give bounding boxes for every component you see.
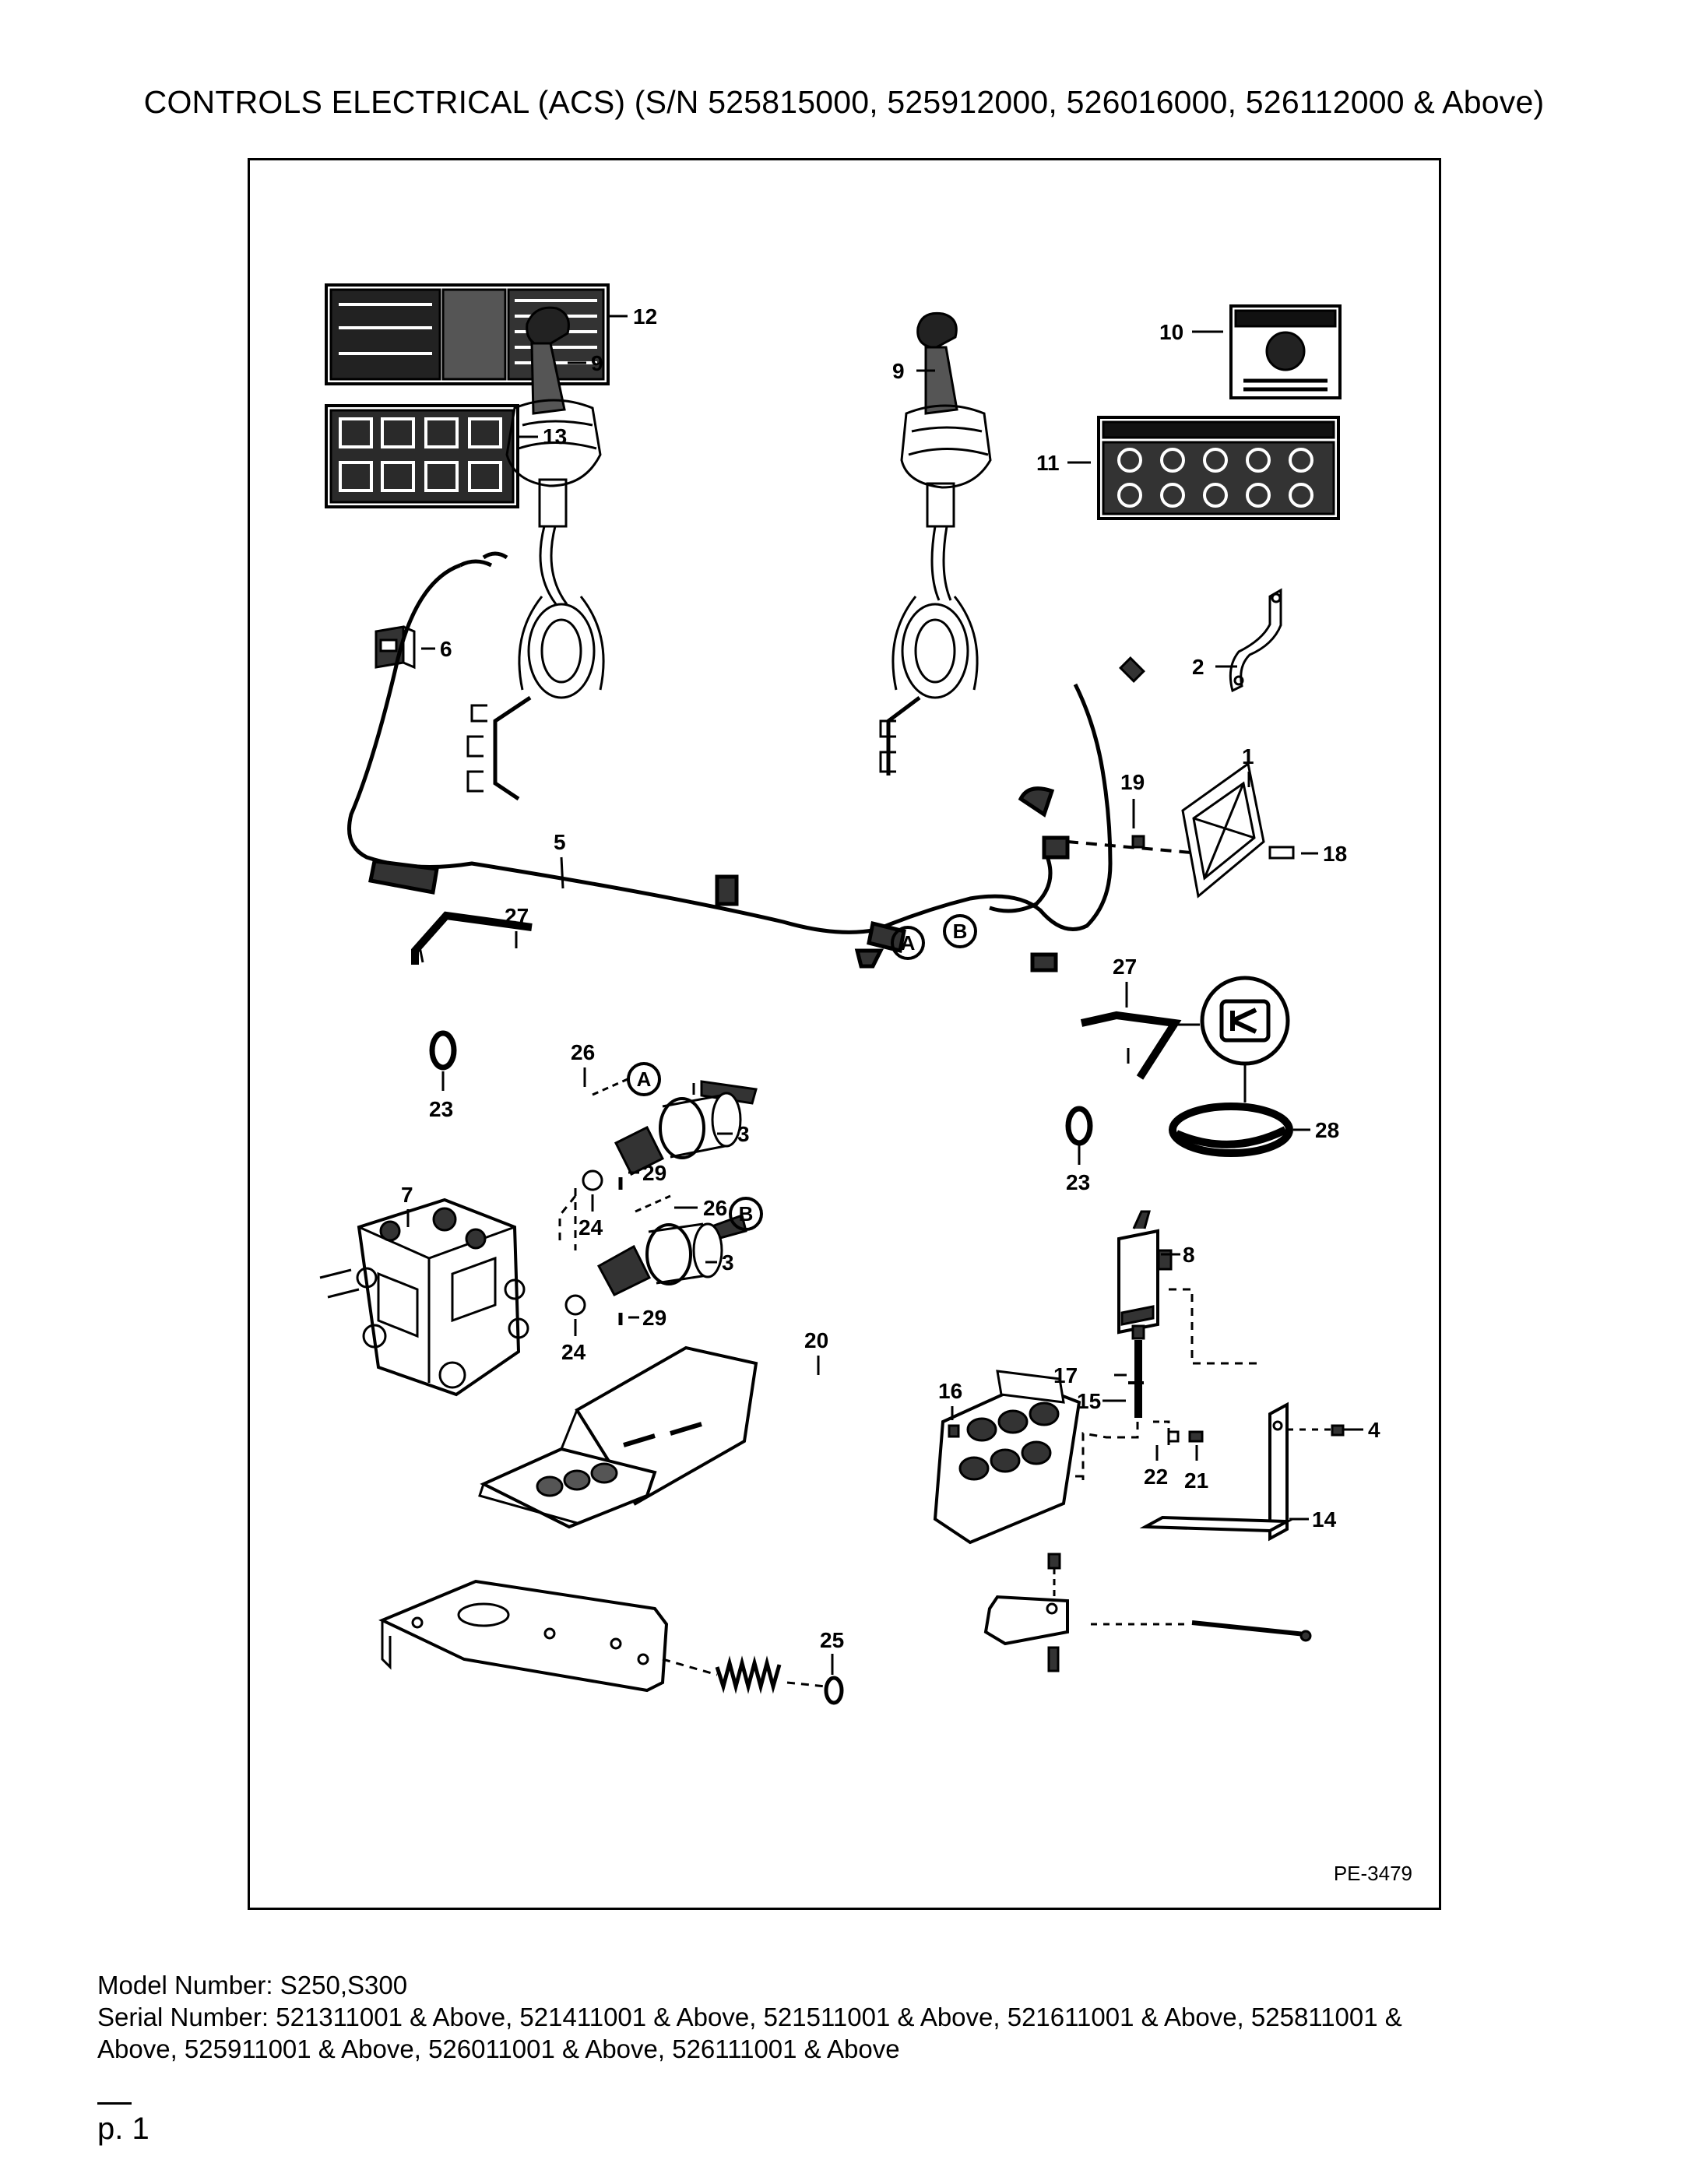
- pedal-assembly: [933, 1370, 1081, 1545]
- exploded-parts-diagram: A B A B 12 13 10 11 9 9 6 2 1 19 18 5 27…: [319, 283, 1380, 1705]
- callout-10: 10: [1159, 320, 1183, 344]
- callout-24: 24: [578, 1215, 603, 1240]
- parts-diagram-frame: A B A B 12 13 10 11 9 9 6 2 1 19 18 5 27…: [248, 158, 1441, 1910]
- callout-2: 2: [1192, 655, 1204, 679]
- callout-16: 16: [938, 1379, 962, 1403]
- page-title: CONTROLS ELECTRICAL (ACS) (S/N 525815000…: [143, 84, 1545, 120]
- serial-number-line-1: Serial Number: 521311001 & Above, 521411…: [97, 2002, 1402, 2031]
- model-number: Model Number: S250,S300: [97, 1971, 408, 1999]
- callout-26: 26: [703, 1196, 727, 1220]
- certification-badge: [1200, 976, 1290, 1066]
- callout-27: 27: [505, 904, 529, 928]
- bracket-2: [1229, 588, 1282, 693]
- footer-rule: [97, 2102, 132, 2105]
- connector-a-label: A: [901, 931, 916, 955]
- cable-28: [1169, 1103, 1293, 1157]
- connector-a-label: A: [637, 1067, 652, 1091]
- callout-11: 11: [1036, 451, 1060, 475]
- callout-28: 28: [1315, 1118, 1339, 1142]
- callout-4: 4: [1368, 1418, 1380, 1442]
- callout-29: 29: [642, 1161, 666, 1185]
- callout-25: 25: [820, 1628, 844, 1652]
- callout-7: 7: [401, 1183, 413, 1207]
- connector-b-label: B: [739, 1202, 754, 1226]
- decal-11: [1097, 416, 1340, 520]
- pivot-bracket: [983, 1595, 1069, 1646]
- callout-23: 23: [429, 1097, 453, 1121]
- callout-20: 20: [804, 1328, 828, 1352]
- decal-10: [1229, 304, 1342, 399]
- callout-12: 12: [633, 304, 657, 329]
- connector-b-label: B: [953, 920, 968, 943]
- callout-13: 13: [543, 424, 567, 448]
- bracket-20: [478, 1345, 758, 1529]
- callout-21: 21: [1184, 1468, 1208, 1493]
- callout-14: 14: [1312, 1507, 1337, 1532]
- drawing-id: PE-3479: [1333, 1862, 1412, 1885]
- joystick-left: [466, 306, 605, 801]
- bracket-14: [1139, 1401, 1293, 1542]
- footer-info: Model Number: S250,S300 Serial Number: 5…: [97, 1970, 1577, 2066]
- callout-5: 5: [554, 830, 566, 854]
- callout-27: 27: [1113, 955, 1137, 979]
- page-number: p. 1: [97, 2112, 149, 2146]
- serial-number-line-2: Above, 525911001 & Above, 526011001 & Ab…: [97, 2034, 900, 2063]
- switch-8: [1117, 1210, 1173, 1340]
- callout-3: 3: [737, 1122, 750, 1146]
- hex-wrench-27-left: [411, 911, 533, 965]
- callout-9: 9: [591, 351, 603, 375]
- callout-1: 1: [1242, 744, 1254, 768]
- callout-26: 26: [571, 1040, 595, 1064]
- decal-13: [325, 404, 519, 508]
- joystick-right: [879, 311, 992, 775]
- callout-22: 22: [1144, 1465, 1168, 1489]
- grommet-23-left: [429, 1030, 457, 1071]
- cable-tie-end: [1119, 656, 1145, 683]
- plate-1: [1181, 761, 1265, 899]
- callout-17: 17: [1053, 1363, 1078, 1387]
- switch-6: [375, 625, 416, 670]
- callout-3: 3: [722, 1250, 734, 1275]
- control-valve-7: [319, 1198, 529, 1397]
- callout-23: 23: [1066, 1170, 1090, 1194]
- callout-24: 24: [561, 1340, 586, 1364]
- callout-8: 8: [1183, 1243, 1195, 1267]
- spring: [715, 1655, 782, 1694]
- grommet-23-right: [1065, 1106, 1093, 1146]
- base-plate: [378, 1579, 669, 1693]
- callout-6: 6: [440, 637, 452, 661]
- callout-19: 19: [1120, 770, 1145, 794]
- callout-9: 9: [892, 359, 905, 383]
- callout-15: 15: [1077, 1389, 1101, 1413]
- solenoid-3-upper: [614, 1080, 758, 1176]
- callout-18: 18: [1323, 842, 1347, 866]
- hex-wrench-27-right: [1080, 1011, 1182, 1080]
- callout-29: 29: [642, 1306, 666, 1330]
- wiring-harness-5: [347, 551, 1113, 972]
